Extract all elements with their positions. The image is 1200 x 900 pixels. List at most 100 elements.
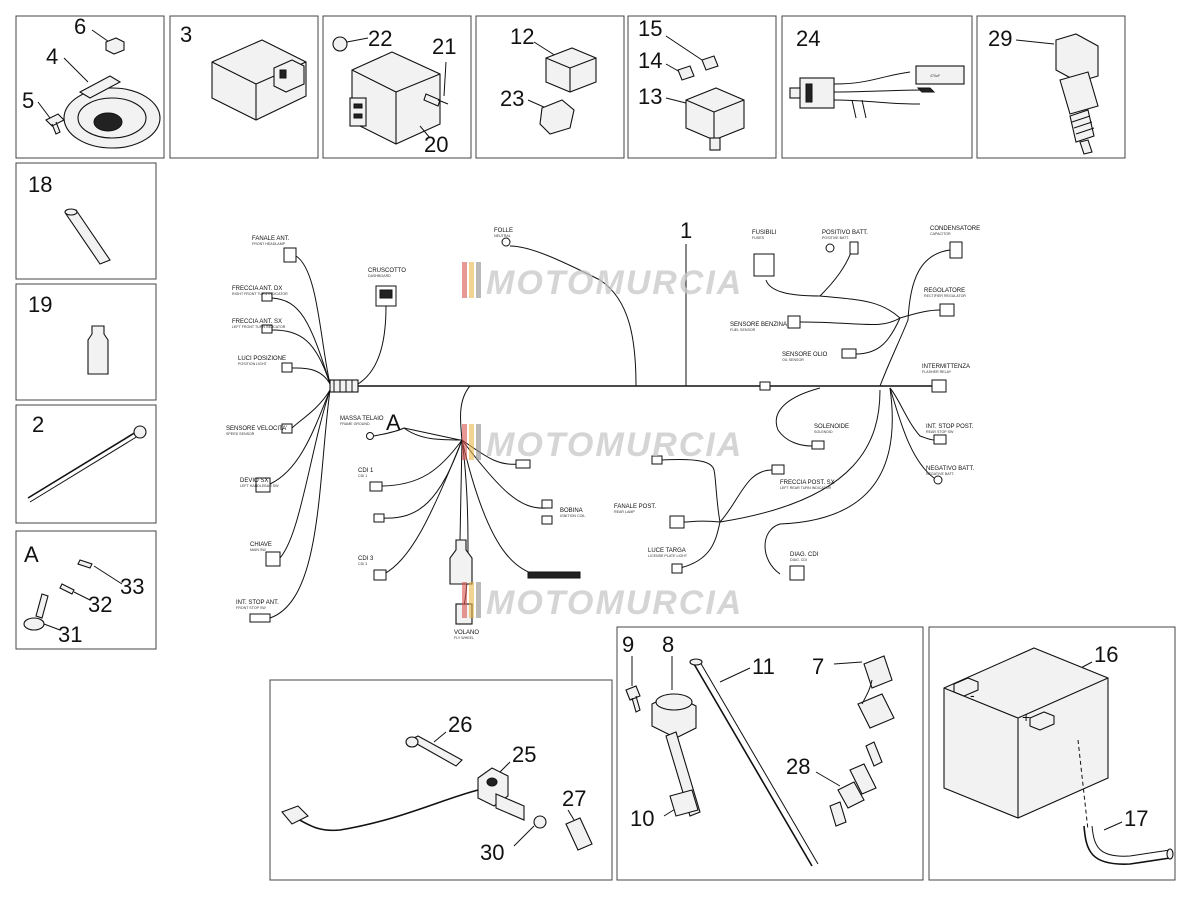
callout-5: 5 [22, 88, 34, 113]
washer-icon [332, 36, 348, 52]
sublabel-positivo-batt: POSITIVE BATT. [822, 236, 849, 240]
fuel-sensor-connector [787, 315, 801, 329]
sublabel-int-stop-post: REAR STOP SW [926, 430, 954, 434]
callout-8: 8 [662, 632, 674, 657]
label-condensatore: CONDENSATORE [930, 226, 980, 232]
sublabel-fanale-ant: FRONT HEADLAMP [252, 242, 286, 246]
label-intermittenza: INTERMITTENZA [922, 364, 970, 370]
neutral-junction-connector [515, 459, 531, 469]
spark-plug-icon [829, 741, 883, 827]
bolt-icon [423, 93, 449, 107]
turn-indicator-right-connector [261, 292, 273, 302]
panel-12-23: 12 23 [475, 15, 625, 159]
label-solenoide: SOLENOIDE [814, 424, 849, 430]
left-handlebar-switch-connector [255, 477, 271, 493]
panel-7-11: 9 8 11 7 28 10 [616, 626, 924, 881]
label-fanale-ant: FANALE ANT. [252, 236, 290, 242]
sublabel-massa-telaio: FRAME GROUND [340, 422, 370, 426]
sublabel-negativo-batt: NEGATIVE BATT. [926, 472, 955, 476]
sublabel-intermittenza: FLASHER RELAY [922, 370, 952, 374]
watermark-stripe-grey [476, 262, 481, 298]
callout-9: 9 [622, 632, 634, 657]
positive-battery-lead [849, 241, 859, 255]
harness-callout-A: A [386, 410, 401, 435]
label-int-stop-ant: INT. STOP ANT. [236, 600, 279, 606]
watermark-2: MOTOMURCIA [462, 424, 741, 464]
turn-indicator-left-connector [261, 324, 273, 334]
washer-30-icon [533, 815, 547, 829]
cdi3-connector [373, 569, 387, 581]
panel-3: 3 [169, 15, 319, 159]
callout-4: 4 [46, 44, 58, 69]
callout-2: 2 [32, 412, 44, 437]
panel-19: 19 [15, 283, 157, 401]
flasher-relay-connector [931, 379, 947, 393]
fuse-icon [701, 55, 719, 71]
callout-25: 25 [512, 742, 536, 767]
sublabel-condensatore: CAPACITOR [930, 232, 951, 236]
rear-stop-switch-connector [933, 434, 947, 445]
label-volano: VOLANO [454, 630, 479, 636]
relay-icon [545, 47, 597, 93]
battery-icon: - + [943, 647, 1109, 819]
watermark-text-3: MOTOMURCIA [486, 584, 743, 622]
label-freccia-post-sx: FRECCIA POST. SX [780, 480, 835, 486]
label-freccia-ant-sx: FRECCIA ANT. SX [232, 319, 282, 325]
label-diag-cdi: DIAG. CDI [790, 552, 819, 558]
speed-sensor-connector [281, 423, 293, 434]
sublabel-cdi1: CDI 1 [358, 474, 367, 478]
callout-22: 22 [368, 26, 392, 51]
callout-10: 10 [630, 806, 654, 831]
sublabel-cruscotto: DASHBOARD [368, 274, 391, 278]
panel-16-17: 16 17 - + [928, 626, 1176, 881]
main-switch-connector [265, 551, 281, 567]
group-letter-A: A [24, 542, 39, 567]
sublabel-freccia-ant-sx: LEFT FRONT TURN INDICATOR [232, 325, 286, 329]
screw-31-icon [35, 593, 49, 619]
callout-33: 33 [120, 574, 144, 599]
panel-24: 24 470uF [781, 15, 973, 159]
label-sensore-benzina: SENSORE BENZINA [730, 322, 787, 328]
regulator-connector [939, 303, 955, 317]
speed-sensor-plug-icon [281, 805, 309, 825]
label-sensore-olio: SENSORE OLIO [782, 352, 828, 358]
watermark-stripe-yellow [469, 262, 474, 298]
junction-connector [651, 455, 663, 465]
fuse-box-connector [753, 253, 775, 277]
label-bobina: BOBINA [560, 508, 583, 514]
watermark-3: MOTOMURCIA [462, 582, 743, 622]
license-light-connector [671, 563, 683, 574]
solenoid-connector [811, 440, 825, 450]
fuse-small-icon [677, 65, 695, 81]
callout-21: 21 [432, 34, 456, 59]
callout-1: 1 [680, 218, 692, 243]
spring-nut-icon [59, 583, 75, 595]
positive-battery-terminal [825, 243, 835, 253]
spark-plug-cable-icon [693, 663, 813, 867]
callout-24: 24 [796, 26, 820, 51]
label-int-stop-post: INT. STOP POST. [926, 424, 974, 430]
ignition-coil-connector [541, 499, 553, 509]
nut-icon [105, 37, 125, 55]
sublabel-freccia-post-sx: LEFT REAR TURN INDICATOR [780, 486, 831, 490]
rear-lamp-connector [669, 515, 685, 529]
callout-6: 6 [74, 14, 86, 39]
oil-sensor-connector [841, 348, 857, 359]
label-regolatore: REGOLATORE [924, 288, 965, 294]
ignition-coil-connector-2 [541, 515, 553, 525]
ignition-coil-bolt-icon [625, 685, 641, 713]
sublabel-folle: NEUTRAL [494, 234, 511, 238]
sublabel-int-stop-ant: FRONT STOP SW [236, 606, 266, 610]
sublabel-fusibili: FUSES [752, 236, 765, 240]
panel-A: A 33 32 31 [15, 530, 157, 650]
sublabel-cdi3: CDI 3 [358, 562, 367, 566]
sublabel-luce-targa: LICENSE PLATE LIGHT [648, 554, 688, 558]
label-luce-targa: LUCE TARGA [648, 548, 686, 554]
panel-18: 18 [15, 162, 157, 280]
frame-ground-terminal [366, 432, 374, 440]
spark-plug-cap-icon [857, 655, 895, 729]
front-stop-switch-connector [249, 613, 271, 623]
label-fanale-post: FANALE POST. [614, 504, 656, 510]
oil-pressure-sensor-icon [1055, 33, 1099, 155]
capacitor-sticker: 470uF [930, 74, 941, 78]
